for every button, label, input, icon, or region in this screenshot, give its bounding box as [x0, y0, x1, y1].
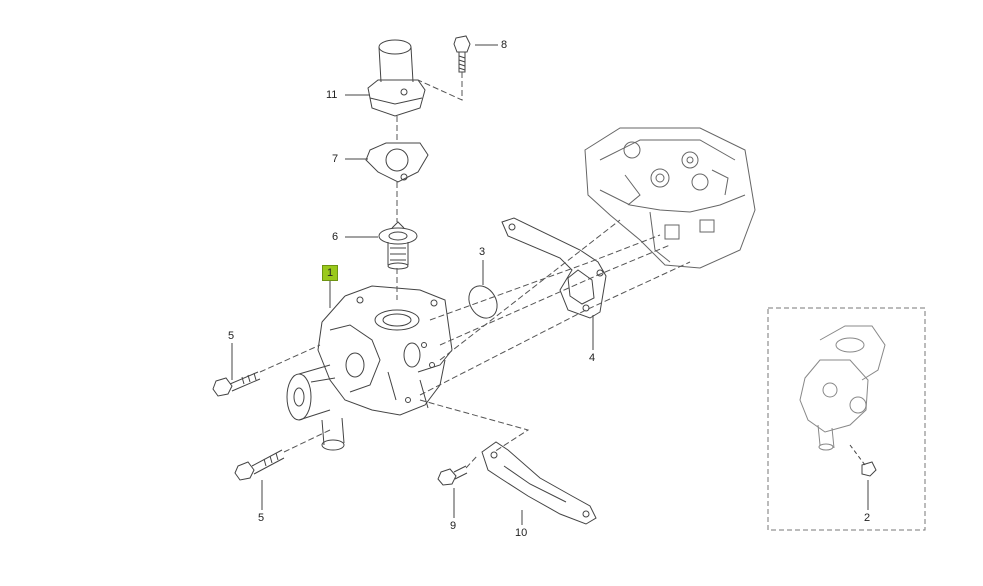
gasket-7-drawing: [365, 142, 429, 183]
o-ring-3-drawing: [468, 285, 498, 319]
bolt-5-lower-drawing: [234, 449, 285, 481]
callout-7[interactable]: 7: [332, 153, 339, 165]
alignment-lines: [259, 72, 691, 469]
callout-2[interactable]: 2: [864, 512, 871, 524]
inset-detail-drawing: [767, 307, 926, 531]
thermostat-housing-drawing: [367, 39, 426, 117]
cylinder-head-drawing: [584, 127, 756, 269]
thermostat-6-drawing: [378, 221, 418, 270]
callout-10[interactable]: 10: [515, 527, 528, 539]
callout-1-highlighted[interactable]: 1: [322, 265, 339, 281]
callout-9[interactable]: 9: [450, 520, 457, 532]
callout-11[interactable]: 11: [326, 89, 338, 101]
callout-5-upper[interactable]: 5: [228, 330, 235, 342]
gasket-4-drawing: [501, 217, 607, 319]
callout-4[interactable]: 4: [589, 352, 596, 364]
water-pump-drawing: [286, 285, 453, 451]
leader-lines: [231, 44, 869, 525]
bolt-5-upper-drawing: [212, 371, 261, 397]
bolt-9-drawing: [437, 465, 468, 486]
callout-8[interactable]: 8: [501, 39, 508, 51]
callout-6[interactable]: 6: [332, 231, 339, 243]
callout-5-lower[interactable]: 5: [258, 512, 265, 524]
bolt-8-drawing: [453, 35, 471, 73]
bracket-10-drawing: [481, 441, 597, 525]
callout-3[interactable]: 3: [479, 246, 486, 258]
